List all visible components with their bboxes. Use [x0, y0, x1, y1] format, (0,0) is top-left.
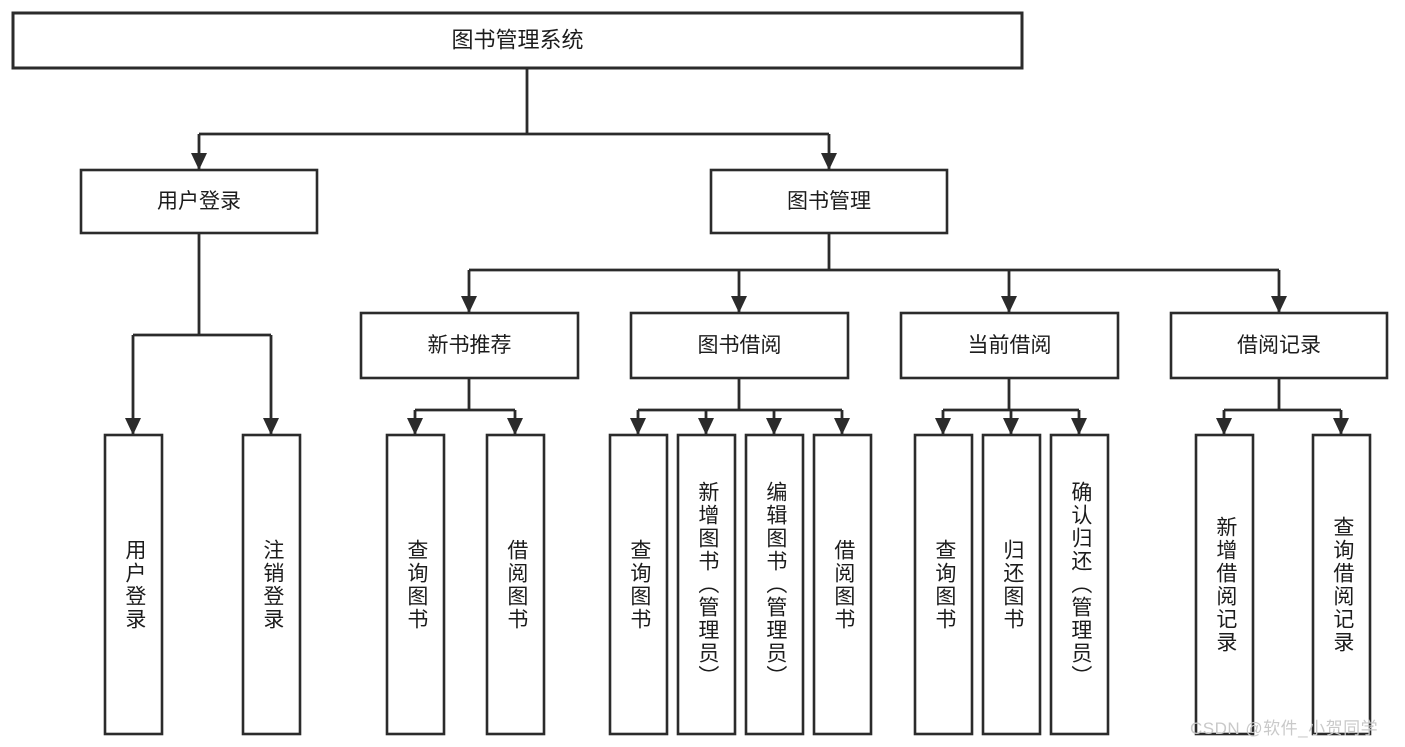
node-leaf-query-book-borrow-rect [608, 433, 669, 736]
node-leaf-query-book-rec-rect [385, 433, 446, 736]
node-leaf-add-book[interactable] [676, 433, 737, 736]
node-user-login-label: 用户登录 [157, 190, 241, 213]
node-current-borrow-rect [899, 311, 1120, 380]
arrow-icon-borrow_record_to_leaves-1 [1333, 418, 1349, 435]
node-user-login[interactable] [79, 168, 319, 235]
node-leaf-add-book-rect [676, 433, 737, 736]
node-leaf-query-book-rec[interactable] [385, 433, 446, 736]
node-book-manage[interactable] [709, 168, 949, 235]
node-leaf-confirm-return-rect [1049, 433, 1110, 736]
node-new-book-recommend-label: 新书推荐 [428, 334, 512, 357]
node-leaf-borrow-book-rect [812, 433, 873, 736]
arrow-icon-book_borrow_to_leaves-3 [834, 418, 850, 435]
node-current-borrow[interactable] [899, 311, 1120, 380]
node-leaf-query-book-current[interactable] [913, 433, 974, 736]
arrow-icon-new_book_recommend_to_leaves-0 [407, 418, 423, 435]
node-leaf-user-login-rect [103, 433, 164, 736]
node-current-borrow-label: 当前借阅 [968, 334, 1052, 357]
arrow-icon-current_borrow_to_leaves-0 [935, 418, 951, 435]
arrow-icon-new_book_recommend_to_leaves-1 [507, 418, 523, 435]
arrow-icon-root_to_level1-0 [191, 153, 207, 170]
csdn-watermark: CSDN @软件_小贺同学 [1190, 719, 1379, 738]
node-leaf-logout-login-rect [241, 433, 302, 736]
arrow-icon-book_borrow_to_leaves-0 [630, 418, 646, 435]
node-root-system-label: 图书管理系统 [451, 27, 583, 52]
node-leaf-borrow-book[interactable] [812, 433, 873, 736]
node-borrow-record-rect [1169, 311, 1389, 380]
node-leaf-query-borrow-record[interactable] [1311, 433, 1372, 736]
node-leaf-query-book-current-rect [913, 433, 974, 736]
node-leaf-edit-book[interactable] [744, 433, 805, 736]
arrow-icon-borrow_record_to_leaves-0 [1216, 418, 1232, 435]
node-book-borrow-rect [629, 311, 850, 380]
arrow-icon-book_manage_to_level2-3 [1271, 296, 1287, 313]
arrow-icon-user_login_to_leaves-0 [125, 418, 141, 435]
node-borrow-record[interactable] [1169, 311, 1389, 380]
node-book-manage-rect [709, 168, 949, 235]
node-leaf-user-login[interactable] [103, 433, 164, 736]
arrow-icon-user_login_to_leaves-1 [263, 418, 279, 435]
arrow-icon-book_borrow_to_leaves-2 [766, 418, 782, 435]
node-root-system-rect [11, 11, 1024, 70]
box-layer [11, 11, 1389, 736]
connector-layer [125, 68, 1349, 435]
node-user-login-rect [79, 168, 319, 235]
arrow-icon-book_manage_to_level2-0 [461, 296, 477, 313]
arrow-icon-current_borrow_to_leaves-2 [1071, 418, 1087, 435]
node-leaf-add-borrow-record[interactable] [1194, 433, 1255, 736]
node-leaf-query-book-borrow[interactable] [608, 433, 669, 736]
arrow-icon-book_borrow_to_leaves-1 [698, 418, 714, 435]
arrow-icon-book_manage_to_level2-1 [731, 296, 747, 313]
node-leaf-return-book[interactable] [981, 433, 1042, 736]
node-borrow-record-label: 借阅记录 [1237, 334, 1321, 357]
node-new-book-recommend-rect [359, 311, 580, 380]
arrow-icon-root_to_level1-1 [821, 153, 837, 170]
node-leaf-add-borrow-record-rect [1194, 433, 1255, 736]
node-leaf-edit-book-rect [744, 433, 805, 736]
node-leaf-query-borrow-record-rect [1311, 433, 1372, 736]
arrow-icon-current_borrow_to_leaves-1 [1003, 418, 1019, 435]
node-book-borrow[interactable] [629, 311, 850, 380]
node-book-borrow-label: 图书借阅 [698, 334, 782, 357]
node-book-manage-label: 图书管理 [787, 190, 871, 213]
node-root-system[interactable] [11, 11, 1024, 70]
node-leaf-return-book-rect [981, 433, 1042, 736]
node-leaf-confirm-return[interactable] [1049, 433, 1110, 736]
arrow-icon-book_manage_to_level2-2 [1001, 296, 1017, 313]
node-leaf-logout-login[interactable] [241, 433, 302, 736]
node-leaf-borrow-book-rec[interactable] [485, 433, 546, 736]
node-leaf-borrow-book-rec-rect [485, 433, 546, 736]
node-new-book-recommend[interactable] [359, 311, 580, 380]
